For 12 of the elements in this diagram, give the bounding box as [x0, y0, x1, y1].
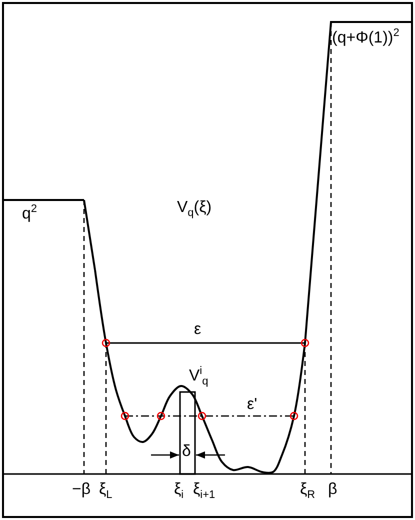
axis-value-label: (q+Φ(1))$^{2}$	[332, 28, 400, 46]
energy-label: ε'	[247, 397, 258, 413]
width-label: δ	[182, 444, 191, 460]
tick-label: ξ$_{i+1}$	[193, 482, 216, 502]
tick-label: ξ$_{i}$	[174, 482, 184, 502]
function-label: V$_{q}$(ξ)	[177, 200, 212, 220]
tick-label: −β	[72, 482, 91, 498]
tick-label: β	[328, 482, 338, 498]
axis-value-label: q$^{2}$	[22, 204, 38, 222]
tick-label: ξ$_{L}$	[99, 482, 112, 502]
energy-label: ε	[194, 322, 202, 338]
tick-label: ξ$_{R}$	[300, 482, 316, 502]
